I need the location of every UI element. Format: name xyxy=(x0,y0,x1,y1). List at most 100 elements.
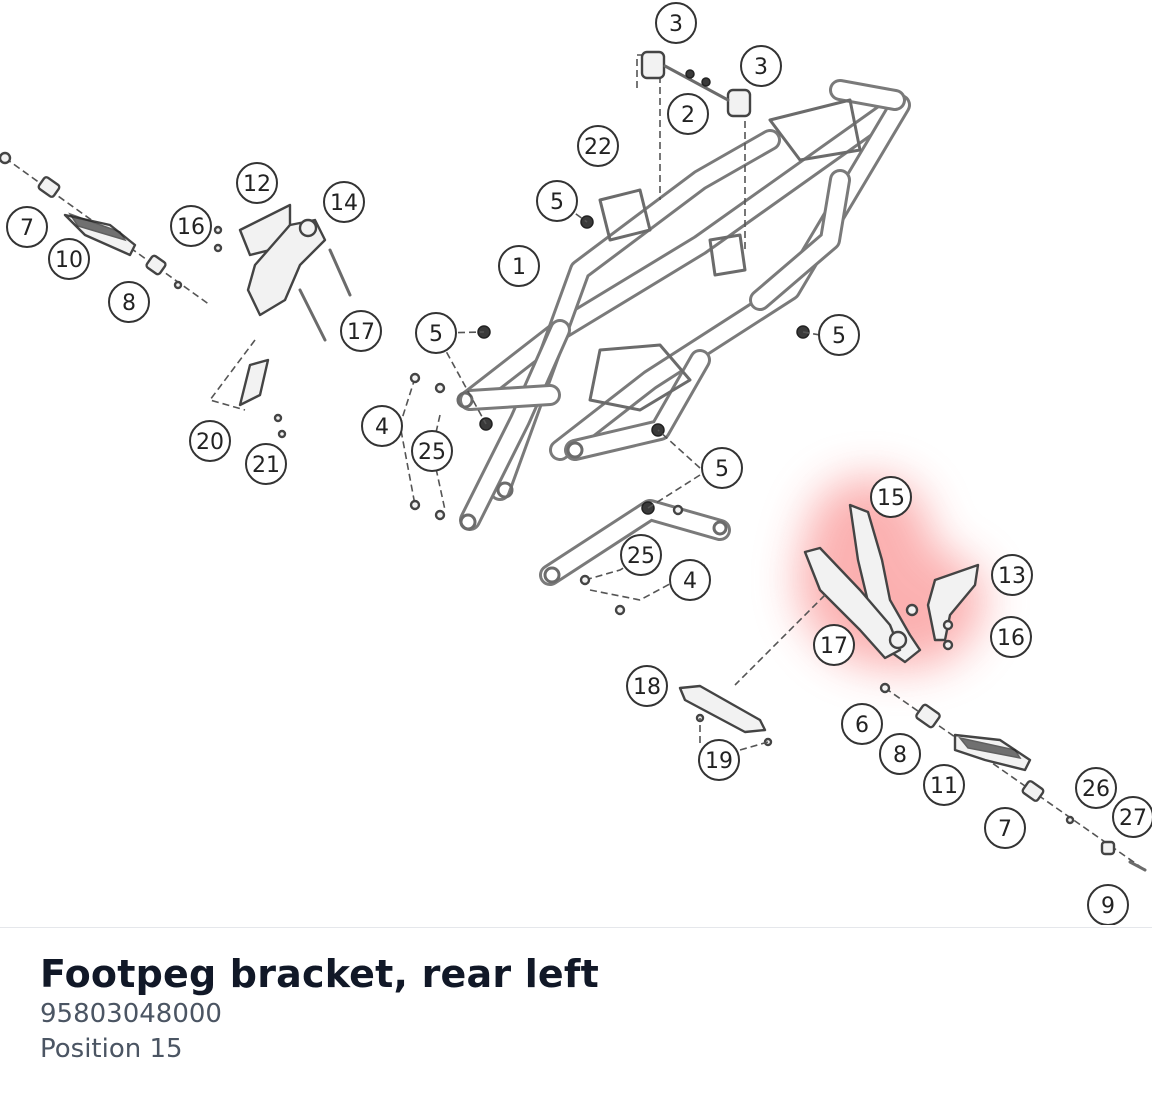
callout-circle xyxy=(340,310,382,352)
callout-number: 15 xyxy=(877,486,905,511)
callout-number: 6 xyxy=(855,713,869,738)
callout-5: 5 xyxy=(415,312,457,354)
callout-number: 26 xyxy=(1082,777,1110,802)
callout-circle xyxy=(108,281,150,323)
callout-circle xyxy=(626,665,668,707)
callout-17: 17 xyxy=(813,624,855,666)
callout-number: 10 xyxy=(55,248,83,273)
exploded-parts-diagram: 3322251121416710817554252021515132541617… xyxy=(0,2,1152,925)
callout-16: 16 xyxy=(990,616,1032,658)
callout-18: 18 xyxy=(626,665,668,707)
part-number: 95803048000 xyxy=(40,999,222,1029)
heel-guard-assembly xyxy=(678,684,773,747)
callout-circle xyxy=(991,554,1033,596)
callout-number: 16 xyxy=(177,215,205,240)
callout-19: 19 xyxy=(698,739,740,781)
callout-number: 8 xyxy=(893,743,907,768)
main-frame xyxy=(456,79,911,586)
callout-7: 7 xyxy=(984,807,1026,849)
callout-circle xyxy=(740,45,782,87)
callout-circle xyxy=(701,447,743,489)
callout-11: 11 xyxy=(923,764,965,806)
callout-number: 16 xyxy=(997,626,1025,651)
callout-22: 22 xyxy=(577,125,619,167)
callout-14: 14 xyxy=(323,181,365,223)
callout-circle xyxy=(1087,884,1129,925)
callout-number: 7 xyxy=(20,216,34,241)
footpeg-bracket-rear-left xyxy=(734,503,980,686)
callout-circle xyxy=(189,420,231,462)
callout-number: 18 xyxy=(633,675,661,700)
callout-circle xyxy=(361,405,403,447)
callout-13: 13 xyxy=(991,554,1033,596)
callout-number: 3 xyxy=(669,12,683,37)
callout-circle xyxy=(536,180,578,222)
callout-circle xyxy=(841,703,883,745)
callout-12: 12 xyxy=(236,162,278,204)
callout-8: 8 xyxy=(108,281,150,323)
callout-4: 4 xyxy=(361,405,403,447)
callout-circle xyxy=(498,245,540,287)
callout-21: 21 xyxy=(245,443,287,485)
callout-number: 3 xyxy=(754,55,768,80)
callout-number: 20 xyxy=(196,430,224,455)
callout-5: 5 xyxy=(701,447,743,489)
callout-3: 3 xyxy=(740,45,782,87)
part-position: Position 15 xyxy=(40,1034,183,1064)
callout-circle xyxy=(6,206,48,248)
callout-circle xyxy=(1112,796,1152,838)
callout-circle xyxy=(818,314,860,356)
callout-circle xyxy=(245,443,287,485)
callout-number: 5 xyxy=(550,190,564,215)
callout-circle xyxy=(577,125,619,167)
callout-number: 21 xyxy=(252,453,280,478)
callout-10: 10 xyxy=(48,238,90,280)
callout-circle xyxy=(990,616,1032,658)
callout-number: 9 xyxy=(1101,894,1115,919)
callout-20: 20 xyxy=(189,420,231,462)
callout-number: 4 xyxy=(683,569,697,594)
callout-circle xyxy=(698,739,740,781)
callout-number: 13 xyxy=(998,564,1026,589)
callout-circle xyxy=(669,559,711,601)
callout-4: 4 xyxy=(669,559,711,601)
callout-circle xyxy=(813,624,855,666)
part-title: Footpeg bracket, rear left xyxy=(40,952,599,996)
callout-circle xyxy=(870,476,912,518)
callout-5: 5 xyxy=(818,314,860,356)
callout-circle xyxy=(923,764,965,806)
callout-number: 5 xyxy=(429,322,443,347)
callout-circle xyxy=(411,430,453,472)
callout-25: 25 xyxy=(620,534,662,576)
callout-6: 6 xyxy=(841,703,883,745)
right-footpeg-assembly xyxy=(879,682,1147,872)
callout-27: 27 xyxy=(1112,796,1152,838)
callout-16: 16 xyxy=(170,205,212,247)
callout-circle xyxy=(323,181,365,223)
callout-number: 2 xyxy=(681,103,695,128)
callout-circle xyxy=(170,205,212,247)
callout-circle xyxy=(48,238,90,280)
callout-circle xyxy=(620,534,662,576)
callout-25: 25 xyxy=(411,430,453,472)
callout-number: 5 xyxy=(832,324,846,349)
callout-number: 4 xyxy=(375,415,389,440)
callout-circle xyxy=(415,312,457,354)
callout-17: 17 xyxy=(340,310,382,352)
callout-number: 19 xyxy=(705,749,733,774)
callout-15: 15 xyxy=(870,476,912,518)
callout-circle xyxy=(1075,767,1117,809)
callout-7: 7 xyxy=(6,206,48,248)
callout-number: 25 xyxy=(627,544,655,569)
callout-26: 26 xyxy=(1075,767,1117,809)
callout-number: 25 xyxy=(418,440,446,465)
callout-circle xyxy=(236,162,278,204)
callout-5: 5 xyxy=(536,180,578,222)
shock-mount-parts xyxy=(636,50,752,250)
callout-9: 9 xyxy=(1087,884,1129,925)
callout-2: 2 xyxy=(667,93,709,135)
callout-circle xyxy=(879,733,921,775)
callout-1: 1 xyxy=(498,245,540,287)
callout-number: 14 xyxy=(330,191,358,216)
callout-number: 7 xyxy=(998,817,1012,842)
